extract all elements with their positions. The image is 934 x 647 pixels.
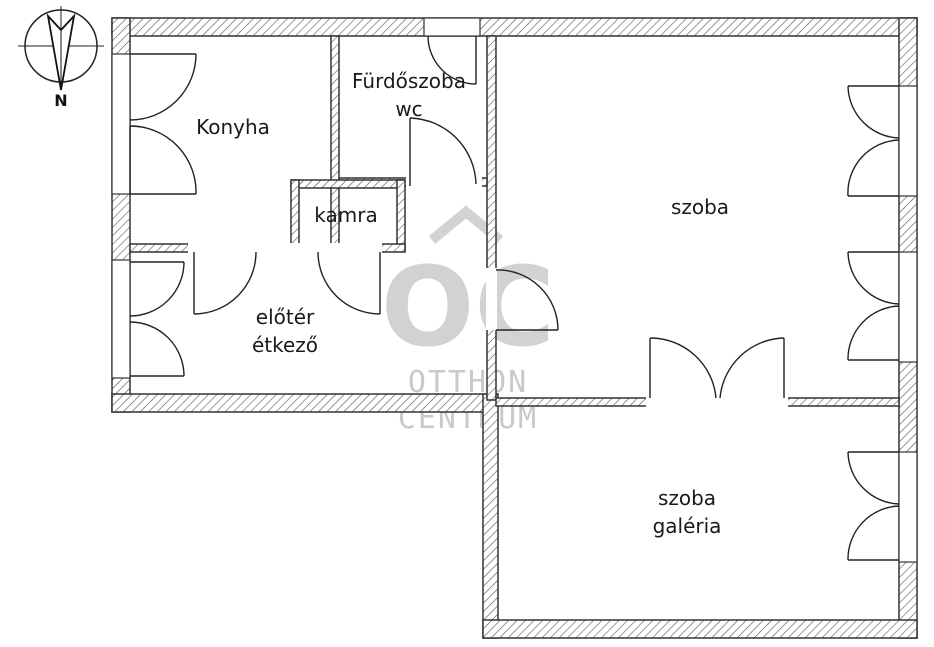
- compass-label: N: [54, 91, 67, 110]
- window-galeria: [898, 451, 918, 563]
- room-label-szoba-galeria: szoba: [658, 486, 716, 510]
- compass: N: [18, 6, 104, 110]
- room-label-szoba: szoba: [671, 195, 729, 219]
- window-eloter: [111, 259, 131, 379]
- room-label-etkezo: étkező: [252, 333, 318, 357]
- watermark: OC OTTHON CENTRUM: [381, 205, 555, 436]
- room-label-galeria: galéria: [653, 514, 722, 538]
- room-label-furdoszoba-sub: wc: [395, 97, 422, 121]
- room-label-eloter: előtér: [256, 305, 315, 329]
- window-szoba-upper: [898, 85, 918, 197]
- door-swings: [129, 35, 900, 561]
- windows: [111, 17, 918, 563]
- window-szoba-lower: [898, 251, 918, 363]
- room-label-furdoszoba: Fürdőszoba: [352, 69, 466, 93]
- room-labels: Konyha Fürdőszoba wc kamra előtér étkező…: [196, 69, 729, 538]
- watermark-logo: OC: [381, 243, 555, 371]
- window-konyha: [111, 53, 131, 195]
- room-label-konyha: Konyha: [196, 115, 270, 139]
- door-openings: [188, 177, 788, 407]
- room-label-kamra: kamra: [314, 203, 377, 227]
- window-bathroom: [423, 17, 481, 37]
